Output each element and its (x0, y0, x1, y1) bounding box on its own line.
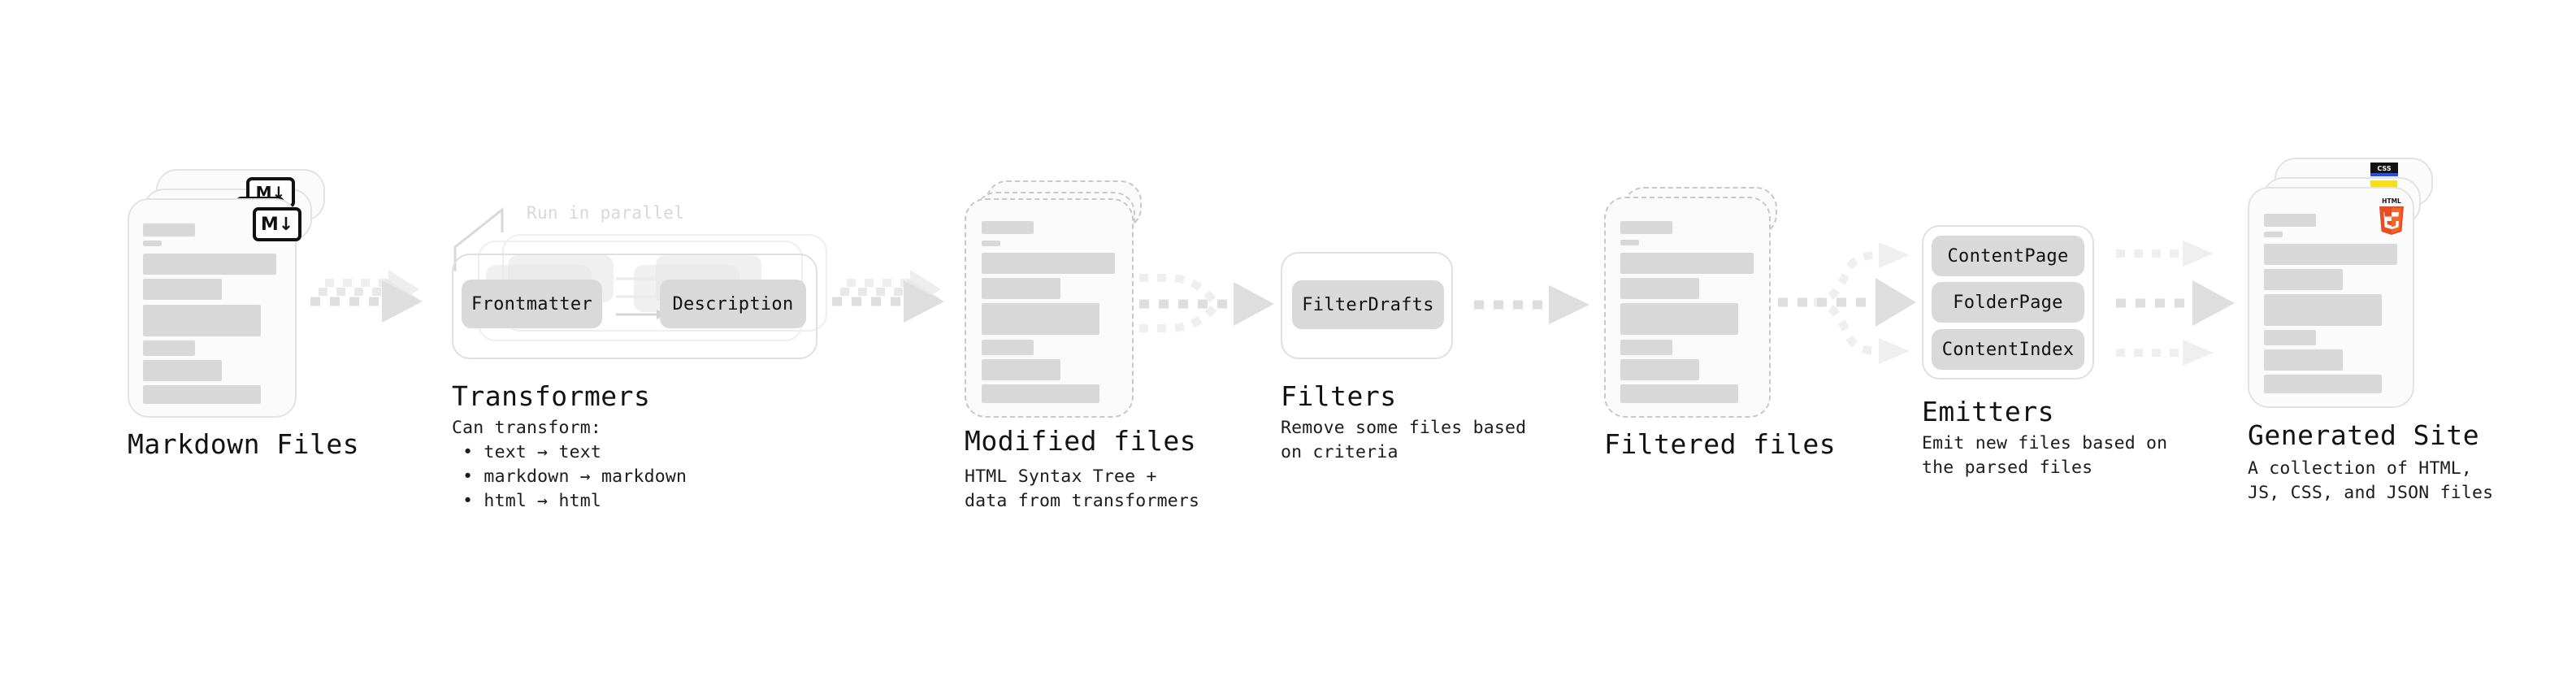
skeleton-line (143, 254, 276, 275)
skeleton-line (1620, 384, 1738, 403)
svg-text:CSS: CSS (2377, 165, 2391, 172)
arrow-filters-to-filtered (1474, 285, 1589, 324)
arrow-modified-to-filters (1139, 274, 1274, 332)
transformer-chip-frontmatter[interactable]: Frontmatter (462, 280, 602, 328)
skeleton-line (1620, 278, 1699, 299)
skeleton-line (2264, 330, 2316, 345)
skeleton-line (1620, 221, 1672, 234)
html5-icon: HTML (2377, 196, 2406, 235)
skeleton-line (982, 340, 1034, 355)
skeleton-line (982, 278, 1060, 299)
stage-subtitle-generated-site: A collection of HTML, JS, CSS, and JSON … (2248, 458, 2494, 503)
markdown-icon: M↓ (253, 207, 301, 241)
skeleton-line (2264, 349, 2343, 371)
stage-title-filtered-files: Filtered files (1604, 428, 1837, 460)
emitters-panel (1922, 225, 2094, 380)
skeleton-line (982, 253, 1115, 274)
stage-title-generated-site: Generated Site (2248, 419, 2480, 451)
skeleton-line (143, 223, 195, 236)
html5-icon-wordmark: HTML (2382, 197, 2401, 205)
skeleton-line (2264, 214, 2316, 227)
skeleton-line (982, 303, 1099, 335)
skeleton-line (143, 340, 195, 356)
emitters-chip-folderpage[interactable]: FolderPage (1932, 282, 2084, 323)
skeleton-line (2264, 294, 2382, 326)
arrow-filtered-to-emitters (1778, 242, 1916, 364)
skeleton-line (143, 241, 162, 246)
skeleton-line (982, 359, 1060, 380)
arrow-markdown-to-transformers (310, 270, 423, 323)
emitters-chip-contentpage[interactable]: ContentPage (1932, 236, 2084, 276)
emitters-chip-contentindex[interactable]: ContentIndex (1932, 329, 2084, 370)
skeleton-line (2264, 375, 2382, 393)
stage-title-transformers: Transformers (452, 380, 651, 412)
arrow-emitters-to-site (2116, 241, 2235, 366)
stage-title-filters: Filters (1281, 380, 1397, 412)
skeleton-line (982, 221, 1034, 234)
filters-chip-filterdrafts[interactable]: FilterDrafts (1292, 280, 1444, 329)
stage-title-modified-files: Modified files (965, 425, 1197, 457)
skeleton-line (143, 385, 261, 404)
skeleton-line (143, 279, 222, 300)
stage-subtitle-transformers: Can transform: • text → text • markdown … (452, 418, 687, 511)
markdown-icon-glyph: M↓ (260, 214, 294, 235)
arrow-transformers-to-modified (832, 270, 944, 323)
filters-panel (1281, 252, 1453, 359)
skeleton-line (1620, 359, 1699, 380)
skeleton-line (1620, 253, 1754, 274)
stage-subtitle-modified-files: HTML Syntax Tree + data from transformer… (965, 466, 1200, 511)
skeleton-line (2264, 269, 2343, 290)
transformer-panel-front (452, 254, 817, 359)
skeleton-line (982, 241, 1000, 246)
run-in-parallel-label: Run in parallel (527, 203, 685, 223)
stage-subtitle-filters: Remove some files based on criteria (1281, 418, 1527, 462)
skeleton-line (143, 305, 261, 336)
skeleton-line (1620, 240, 1639, 245)
skeleton-line (982, 384, 1099, 403)
stage-title-markdown-files: Markdown Files (128, 428, 360, 460)
run-in-parallel-brace (453, 206, 504, 271)
skeleton-line (143, 360, 222, 381)
skeleton-line (2264, 244, 2397, 265)
skeleton-line (1620, 303, 1738, 335)
stage-title-emitters: Emitters (1922, 396, 2054, 427)
transformer-chip-description[interactable]: Description (660, 280, 806, 328)
stage-subtitle-emitters: Emit new files based on the parsed files (1922, 433, 2168, 478)
skeleton-line (1620, 340, 1672, 355)
skeleton-line (2264, 232, 2283, 237)
css-icon: CSS (2370, 163, 2398, 177)
